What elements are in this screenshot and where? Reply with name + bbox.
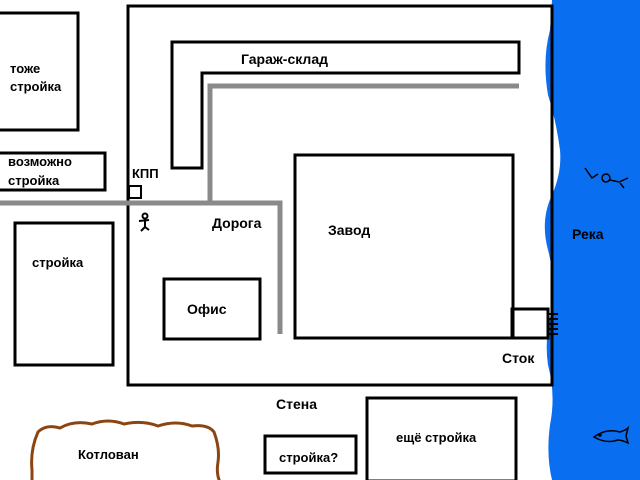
pit-outline bbox=[30, 419, 221, 480]
construction-plot-maybe bbox=[0, 151, 107, 192]
checkpoint-label: КПП bbox=[132, 166, 159, 181]
factory-label: Завод bbox=[328, 222, 370, 238]
construction-plot-top-left bbox=[0, 11, 80, 132]
maybe-construction-label-1: возможно bbox=[8, 154, 72, 169]
road-label: Дорога bbox=[212, 215, 262, 231]
construction-plot-question bbox=[263, 434, 358, 475]
office-building bbox=[162, 277, 262, 341]
drain-pipes bbox=[548, 313, 558, 335]
pit-label: Котлован bbox=[78, 447, 139, 462]
river-area bbox=[544, 0, 640, 480]
garage-warehouse-label: Гараж-склад bbox=[241, 51, 328, 67]
perimeter-wall bbox=[126, 4, 554, 387]
drain-structure bbox=[510, 307, 550, 340]
garage-road bbox=[207, 83, 519, 203]
fish-icon bbox=[592, 425, 630, 445]
river-label: Река bbox=[572, 226, 604, 242]
construction-plot-left bbox=[13, 221, 115, 367]
roads bbox=[0, 83, 519, 334]
another-construction-label: ещё стройка bbox=[396, 430, 477, 445]
main-road bbox=[0, 200, 283, 334]
maybe-construction-label-2: стройка bbox=[8, 173, 60, 188]
construction-label: стройка bbox=[32, 255, 84, 270]
office-label: Офис bbox=[187, 301, 227, 317]
also-construction-label-1: тоже bbox=[10, 61, 40, 76]
wall-label: Стена bbox=[276, 396, 317, 412]
drain-label: Сток bbox=[502, 350, 535, 366]
construction-plot-another bbox=[365, 396, 518, 480]
also-construction-label-2: стройка bbox=[10, 79, 62, 94]
factory-building bbox=[293, 153, 515, 340]
construction-question-label: стройка? bbox=[279, 450, 338, 465]
stick-figure-icon bbox=[138, 212, 150, 232]
checkpoint-booth bbox=[128, 185, 142, 199]
garage-warehouse-building bbox=[170, 40, 521, 170]
swimmer-icon bbox=[584, 167, 629, 189]
